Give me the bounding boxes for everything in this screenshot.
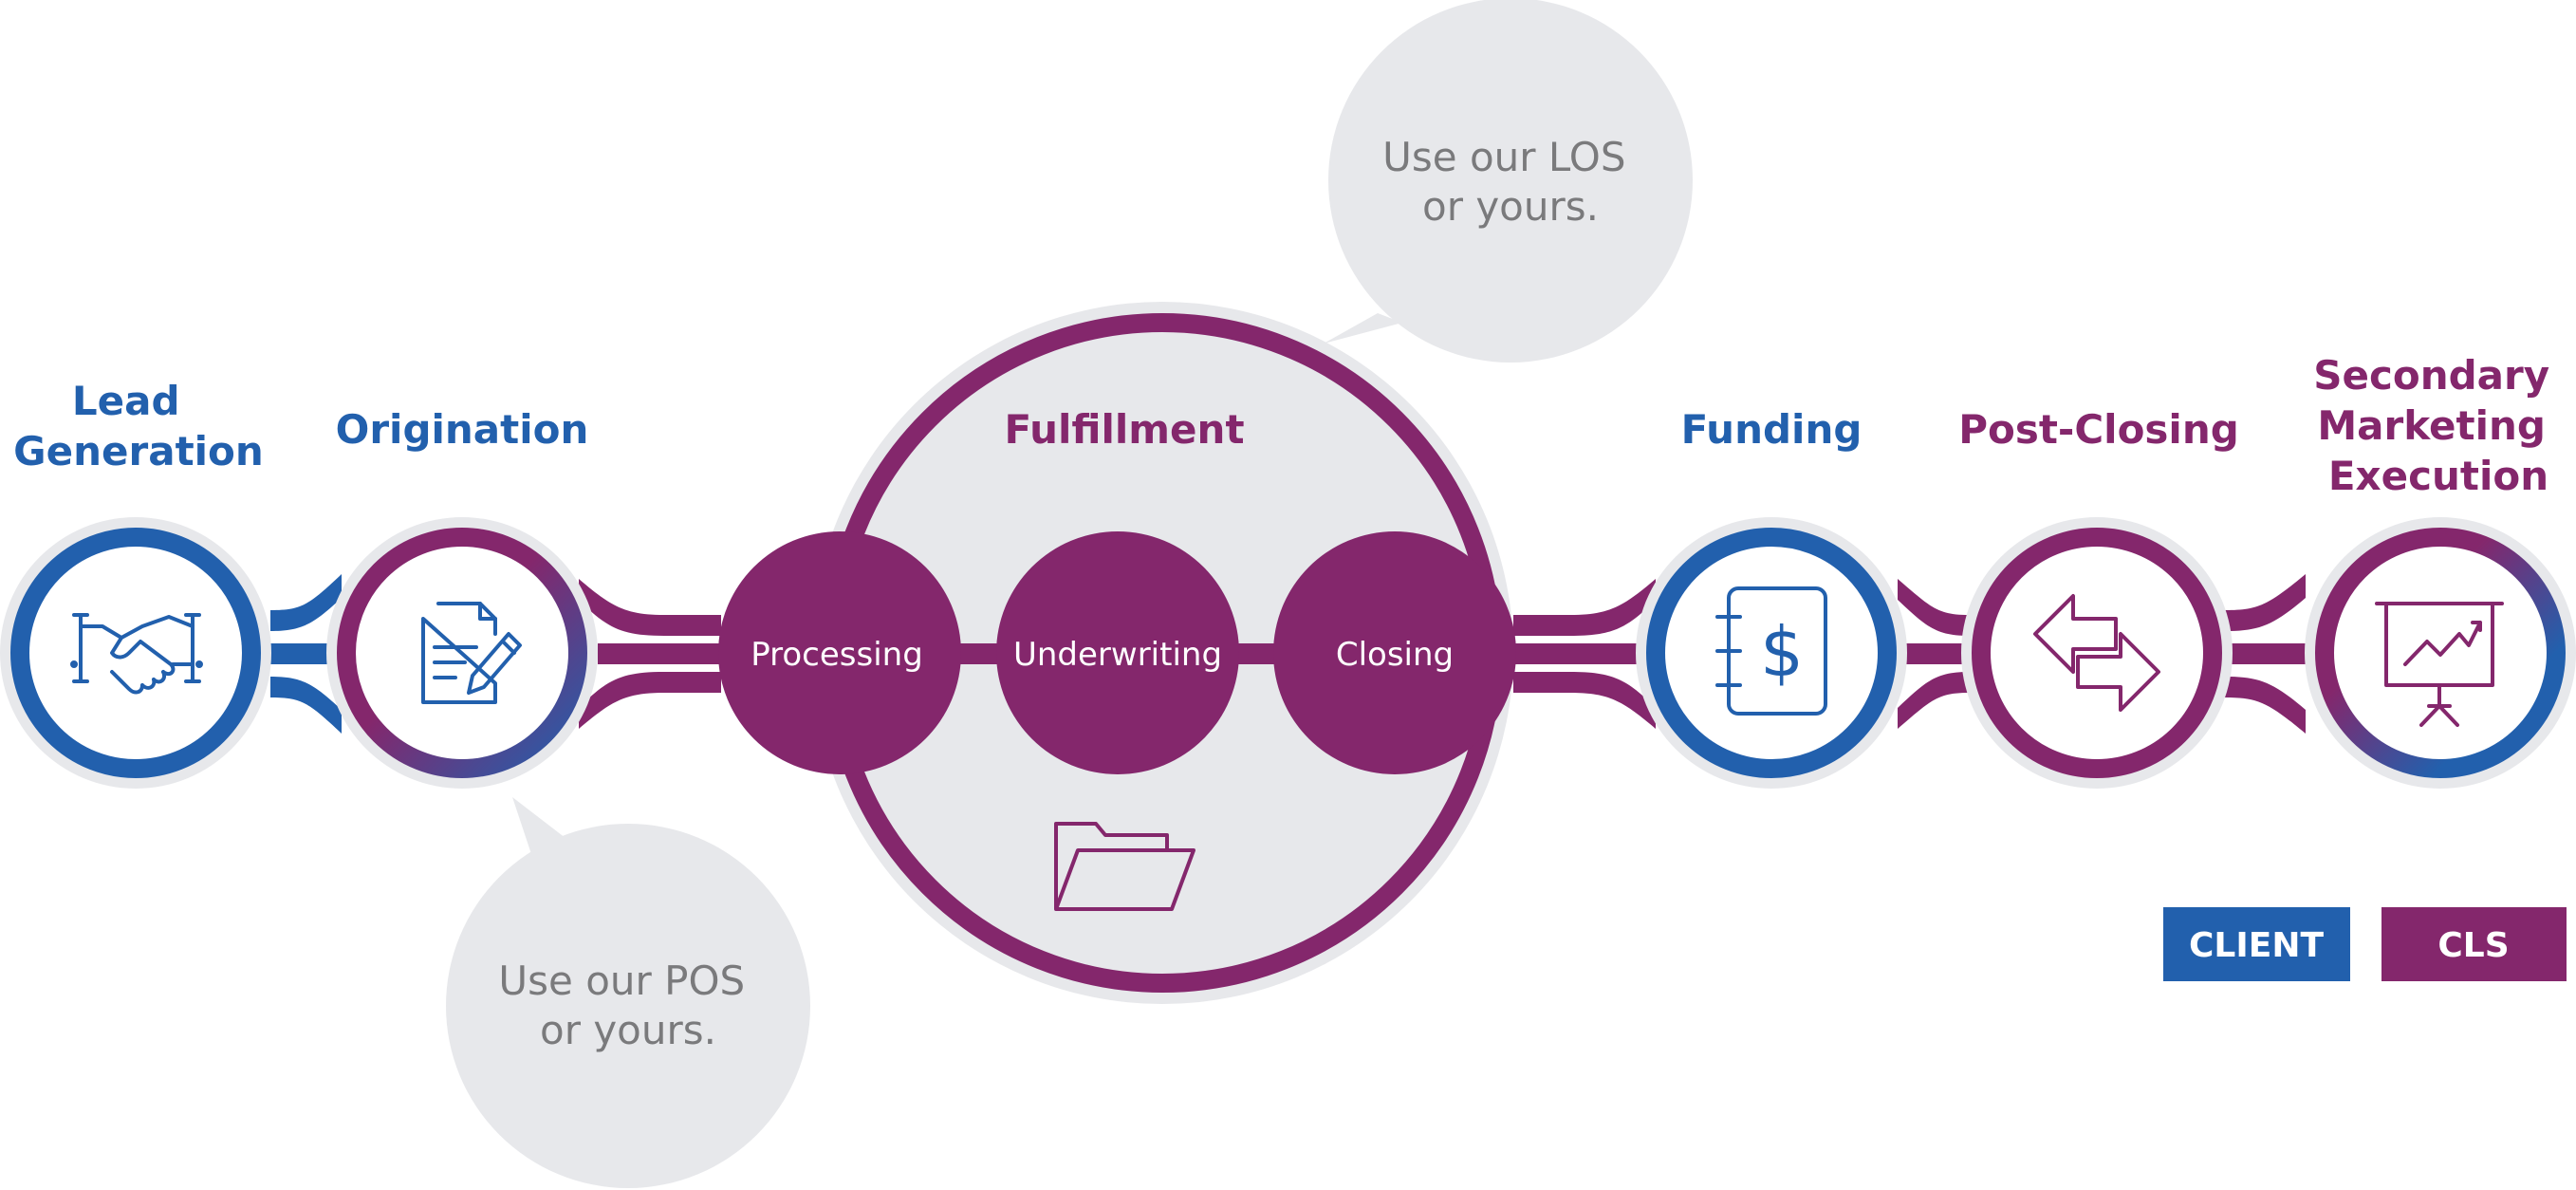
legend-client-label: CLIENT [2189, 926, 2324, 965]
handshake-icon [70, 613, 203, 695]
presentation-chart-icon [2375, 602, 2504, 727]
legend-cls: CLS [2381, 907, 2567, 981]
origination-title: Origination [336, 406, 589, 453]
pos-callout-line-2: or yours. [540, 1007, 716, 1053]
los-callout-line-1: Use our LOS [1382, 134, 1625, 180]
connector-origination-fulfillment [579, 579, 721, 729]
lead-generation-title: Lead Generation [13, 378, 264, 474]
processing-node: Processing [718, 531, 961, 774]
node-post-closing [1961, 517, 2233, 789]
folder-icon [1054, 822, 1195, 911]
legend-cls-label: CLS [2437, 926, 2509, 965]
underwriting-label: Underwriting [1013, 636, 1222, 674]
svg-text:Use our LOS or yours.: Use our LOS or yours. [1382, 134, 1639, 230]
post-closing-title: Post-Closing [1958, 406, 2239, 453]
los-callout-line-2: or yours. [1422, 183, 1599, 230]
legend-client: CLIENT [2163, 907, 2350, 981]
legend: CLIENT CLS [2163, 907, 2567, 981]
connector-postclosing-secondary [2225, 574, 2306, 734]
node-funding: $ [1636, 517, 1907, 789]
connector-fulfillment-funding [1513, 579, 1656, 729]
processing-label: Processing [751, 636, 923, 674]
fulfillment-title: Fulfillment [1004, 406, 1244, 453]
node-secondary-marketing [2305, 517, 2576, 789]
funding-title: Funding [1681, 406, 1863, 453]
document-pen-icon [421, 602, 522, 704]
secondary-marketing-title: Secondary Marketing Execution [2313, 352, 2564, 499]
connector-funding-postclosing [1898, 579, 1969, 729]
pos-callout: Use our POS or yours. [446, 797, 810, 1188]
svg-text:Use our POS or yours.: Use our POS or yours. [498, 958, 757, 1053]
connector-lead-origination [270, 574, 342, 734]
los-callout: Use our LOS or yours. [1324, 0, 1693, 363]
pos-callout-line-1: Use our POS [498, 958, 745, 1004]
node-lead-generation [0, 517, 271, 789]
underwriting-node: Underwriting [996, 531, 1239, 774]
closing-label: Closing [1336, 636, 1454, 674]
node-origination [326, 517, 598, 789]
svg-text:$: $ [1760, 612, 1804, 692]
transfer-arrows-icon [2033, 594, 2160, 712]
fulfillment-links [954, 643, 1276, 664]
closing-node: Closing [1273, 531, 1516, 774]
ledger-dollar-icon: $ [1715, 586, 1827, 716]
